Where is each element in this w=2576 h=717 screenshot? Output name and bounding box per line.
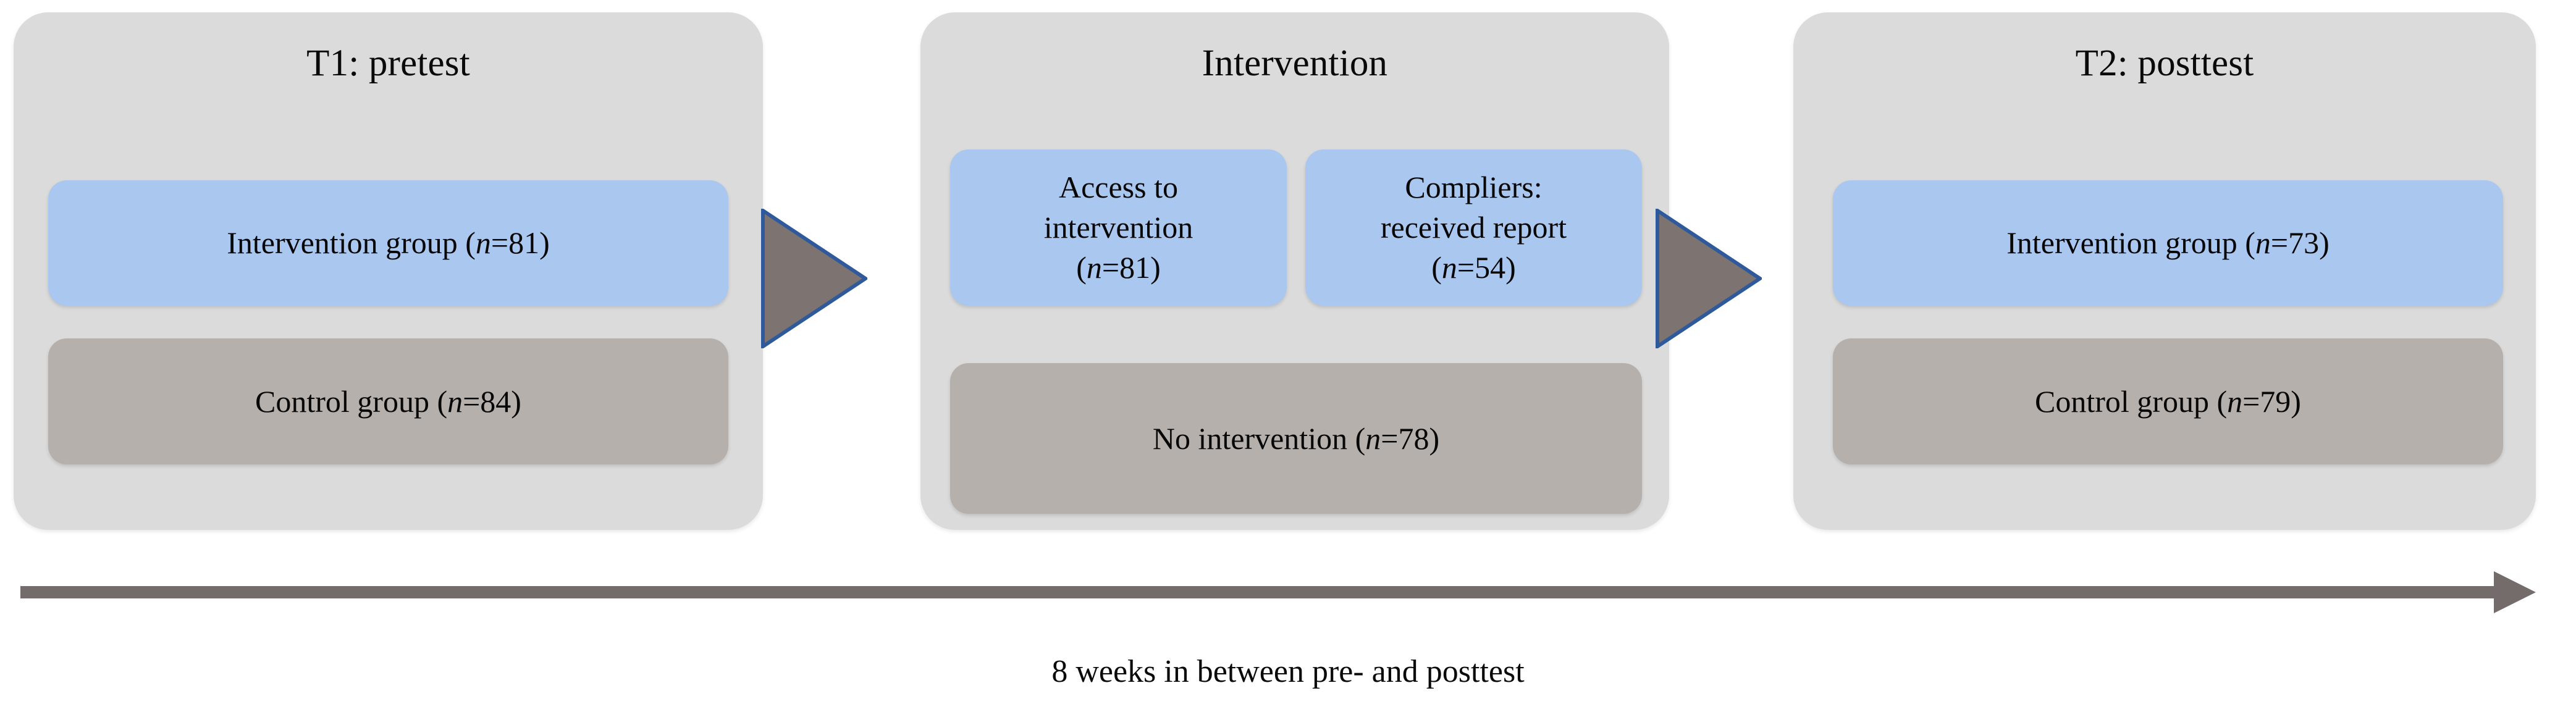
timeline-caption: 8 weeks in between pre- and posttest <box>1051 654 1525 689</box>
box-t1-intervention-group: Intervention group (n=81) <box>48 180 728 306</box>
n-symbol: n <box>2227 384 2243 419</box>
stage-title-t2-posttest: T2: posttest <box>2075 43 2254 84</box>
box-label-compliers-received-report: Compliers:received report(n=54) <box>1380 170 1567 285</box>
box-no-intervention: No intervention (n=78) <box>950 363 1642 514</box>
box-label-t1-intervention-group: Intervention group (n=81) <box>227 225 550 260</box>
stage-title-intervention: Intervention <box>1202 43 1388 84</box>
box-label-t1-control-group: Control group (n=84) <box>255 384 521 419</box>
stage-panel-t1-pretest: T1: pretest Intervention group (n=81) Co… <box>14 12 763 530</box>
right-arrow-icon <box>20 571 2536 613</box>
n-symbol: n <box>475 225 491 260</box>
box-label-no-intervention: No intervention (n=78) <box>1152 421 1440 456</box>
box-label-t2-control-group: Control group (n=79) <box>2035 384 2301 419</box>
n-symbol: n <box>447 384 463 419</box>
study-timeline-arrow <box>20 568 2538 616</box>
triangle-arrow-icon <box>1656 209 1762 348</box>
n-symbol: n <box>1365 421 1381 456</box>
arrow-t1-to-intervention <box>761 209 867 348</box>
box-t2-intervention-group: Intervention group (n=73) <box>1833 180 2503 306</box>
stage-title-t1-pretest: T1: pretest <box>306 43 470 84</box>
box-t2-control-group: Control group (n=79) <box>1833 338 2503 464</box>
box-t1-control-group: Control group (n=84) <box>48 338 728 464</box>
n-symbol: n <box>2255 225 2271 260</box>
stage-panel-t2-posttest: T2: posttest Intervention group (n=73) C… <box>1793 12 2536 530</box>
box-label-t2-intervention-group: Intervention group (n=73) <box>2006 225 2330 260</box>
arrow-intervention-to-t2 <box>1656 209 1762 348</box>
n-symbol: n <box>1086 250 1102 285</box>
n-symbol: n <box>1441 250 1457 285</box>
triangle-arrow-icon <box>761 209 867 348</box>
box-compliers-received-report: Compliers:received report(n=54) <box>1305 149 1642 306</box>
